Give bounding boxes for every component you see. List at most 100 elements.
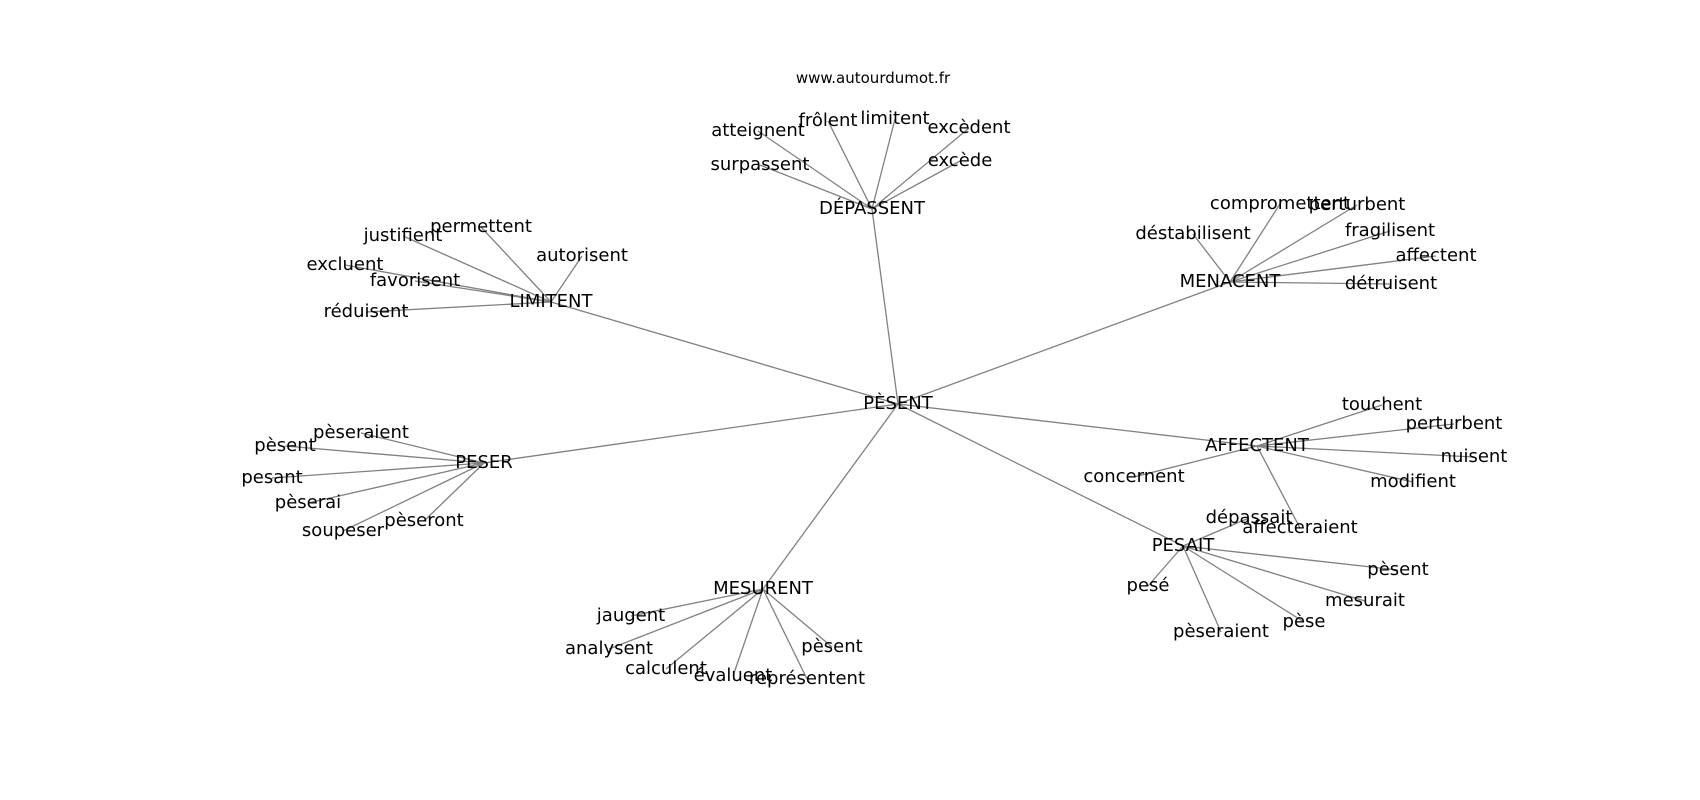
hub-node: PESAIT	[1152, 535, 1216, 556]
leaf-node: excèdent	[927, 117, 1010, 138]
edge-hub-leaf	[1182, 545, 1399, 571]
center-node: PÈSENT	[863, 392, 933, 414]
leaf-node: soupeser	[302, 520, 385, 541]
edge-hub-leaf	[1133, 445, 1258, 478]
edge-center-hub	[897, 281, 1231, 405]
leaf-node: atteignent	[711, 120, 805, 141]
leaf-node: pèse	[1283, 611, 1326, 632]
leaf-node: autorisent	[536, 245, 628, 266]
leaf-node: justifient	[363, 225, 443, 246]
edge-hub-leaf	[284, 445, 485, 464]
edge-hub-leaf	[1256, 445, 1475, 458]
edge-center-hub	[762, 403, 899, 590]
edge-hub-leaf	[365, 301, 552, 313]
hub-node: DÉPASSENT	[819, 197, 926, 219]
leaf-node: réduisent	[324, 301, 409, 322]
edge-hub-leaf	[871, 127, 970, 210]
edge-hub-leaf	[757, 130, 873, 210]
leaf-node: affecteraient	[1242, 517, 1358, 538]
edge-hub-leaf	[1256, 404, 1383, 447]
leaf-node: pesé	[1127, 575, 1170, 596]
leaf-node: pèsent	[1367, 559, 1428, 580]
edge-center-hub	[483, 403, 899, 464]
edge-hub-leaf	[271, 462, 485, 479]
hub-node: MESURENT	[713, 578, 814, 599]
leaf-node: mesurait	[1325, 590, 1405, 611]
edge-hub-leaf	[1182, 545, 1305, 623]
edge-hub-leaf	[665, 588, 764, 670]
edge-hub-leaf	[307, 462, 485, 504]
edges	[271, 118, 1475, 680]
leaf-node: perturbent	[1406, 413, 1503, 434]
edge-hub-leaf	[762, 588, 808, 680]
edge-hub-leaf	[550, 255, 583, 303]
edge-hub-leaf	[360, 432, 485, 464]
edge-hub-leaf	[1182, 545, 1222, 633]
leaf-node: déstabilisent	[1135, 223, 1250, 244]
edge-hub-leaf	[1229, 230, 1391, 283]
leaf-node: touchent	[1342, 394, 1422, 415]
edge-hub-leaf	[1229, 203, 1281, 283]
leaf-node: pèseront	[384, 510, 463, 531]
leaf-node: calculent	[625, 658, 707, 679]
node-labels: www.autourdumot.fr PÈSENT DÉPASSENT attei…	[241, 69, 1507, 689]
edge-hub-leaf	[732, 588, 764, 677]
leaf-node: jaugent	[596, 605, 665, 626]
leaf-node: excède	[928, 150, 993, 171]
leaf-node: concernent	[1083, 466, 1184, 487]
leaf-node: pèseraient	[313, 422, 409, 443]
edge-hub-leaf	[630, 588, 764, 617]
edge-hub-leaf	[423, 462, 485, 522]
edge-hub-leaf	[480, 226, 552, 303]
leaf-node: favorisent	[370, 270, 460, 291]
leaf-node: analysent	[565, 638, 653, 659]
leaf-node: excluent	[307, 254, 384, 275]
edge-center-hub	[550, 301, 899, 405]
leaf-node: pèsent	[254, 435, 315, 456]
leaf-node: fragilisent	[1345, 220, 1435, 241]
hub-node: MENACENT	[1180, 271, 1282, 292]
edge-hub-leaf	[1229, 281, 1392, 285]
edge-hub-leaf	[1147, 545, 1184, 587]
leaf-node: affectent	[1396, 245, 1477, 266]
edge-hub-leaf	[1182, 545, 1366, 602]
edge-hub-leaf	[871, 118, 896, 210]
leaf-node: permettent	[430, 216, 532, 237]
leaf-node: compromettent	[1210, 193, 1350, 214]
leaf-node: modifient	[1370, 471, 1456, 492]
edge-hub-leaf	[414, 280, 552, 303]
leaf-node: surpassent	[711, 154, 810, 175]
edge-hub-leaf	[402, 235, 552, 303]
leaf-node: pèsent	[801, 636, 862, 657]
leaf-node: pèseraient	[1173, 621, 1269, 642]
edge-hub-leaf	[759, 164, 873, 210]
leaf-node: nuisent	[1441, 446, 1508, 467]
edge-hub-leaf	[1256, 423, 1455, 447]
edge-hub-leaf	[1182, 517, 1250, 547]
hub-node: PESER	[455, 452, 513, 473]
edge-hub-leaf	[608, 588, 764, 650]
watermark: www.autourdumot.fr	[796, 69, 951, 87]
edge-hub-leaf	[1192, 233, 1231, 283]
edge-hub-leaf	[827, 120, 873, 210]
edge-center-hub	[871, 208, 899, 405]
edge-hub-leaf	[342, 462, 485, 532]
leaf-node: évaluent	[694, 665, 773, 686]
edge-hub-leaf	[1256, 445, 1414, 483]
hub-node: LIMITENT	[509, 291, 593, 312]
edge-hub-leaf	[1229, 204, 1358, 283]
leaf-node: pesant	[241, 467, 302, 488]
edge-hub-leaf	[871, 160, 961, 210]
leaf-node: détruisent	[1345, 273, 1437, 294]
edge-center-hub	[897, 403, 1258, 447]
leaf-node: limitent	[860, 108, 929, 129]
edge-hub-leaf	[762, 588, 833, 648]
edge-hub-leaf	[1256, 445, 1301, 529]
leaf-node: frôlent	[799, 110, 858, 131]
leaf-node: représentent	[749, 668, 865, 689]
edge-hub-leaf	[1229, 255, 1437, 283]
leaf-node: dépassait	[1206, 507, 1293, 528]
hub-node: AFFECTENT	[1205, 435, 1310, 456]
leaf-node: pèserai	[275, 492, 341, 513]
